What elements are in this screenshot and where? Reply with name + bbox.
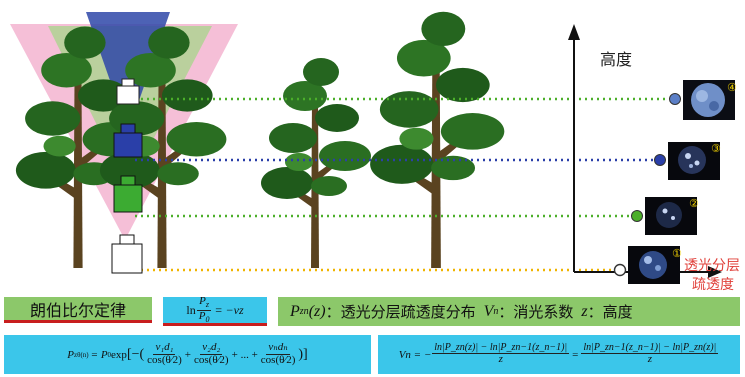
fl-close: )] <box>298 346 308 362</box>
fr-fraction-1: ln|P_zn(z)| − ln|P_zn−1(z_n−1)| z <box>432 341 570 366</box>
def-v-sub: n <box>493 306 499 317</box>
fr-num-1: ln|P_zn(z)| − ln|P_zn−1(z_n−1)| <box>432 341 570 355</box>
fr-eq2: = <box>572 348 579 361</box>
tree-4 <box>370 11 505 269</box>
definition-box: P zn (z) ：透光分层疏透度分布 V n ：消光系数 z ：高度 <box>278 297 740 326</box>
def-p-sub: zn <box>299 306 309 317</box>
fl-plus: + <box>184 348 191 361</box>
hemi-photo-1 <box>628 246 680 284</box>
law-formula-box: ln Pz P0 = −vz <box>163 294 267 326</box>
level-dot-3 <box>654 154 666 166</box>
fr-den-1: z <box>498 353 503 366</box>
layer-marker-1: ① <box>672 247 682 260</box>
height-axis-label: 高度 <box>600 50 632 69</box>
fl-term-n: vₙdₙ cos(θ⁄2) <box>259 342 298 366</box>
fl-t1-num: v₁d₁ <box>153 341 176 355</box>
fl-term-1: v₁d₁ cos(θ⁄2) <box>145 342 184 366</box>
def-z-text: ：高度 <box>587 303 633 321</box>
layer-marker-3: ③ <box>711 142 721 155</box>
level-dot-4 <box>669 93 681 105</box>
law-den: P <box>198 309 206 322</box>
ground-axis-arrow <box>708 266 722 278</box>
fl-t2-num: v₂d₂ <box>200 341 223 355</box>
tree-3 <box>261 58 371 268</box>
law-den-sub: 0 <box>205 314 210 324</box>
fl-term-2: v₂d₂ cos(θ⁄2) <box>192 342 231 366</box>
law-title: 朗伯比尔定律 <box>29 300 126 320</box>
fr-fraction-2: ln|P_zn−1(z_n−1)| − ln|P_zn(z)| z <box>581 341 719 366</box>
level-dot-2 <box>631 210 643 222</box>
level-dot-1 <box>613 263 627 277</box>
law-num-sub: z <box>205 300 209 310</box>
law-ln: ln <box>186 302 196 317</box>
fr-num-2: ln|P_zn−1(z_n−1)| − ln|P_zn(z)| <box>581 341 719 355</box>
law-num: P <box>199 294 206 307</box>
fl-eq: = P <box>90 348 108 361</box>
fl-open: [−( <box>126 346 145 362</box>
camera-level-4 <box>116 78 140 105</box>
layer-marker-2: ② <box>689 197 699 210</box>
height-axis-arrow <box>568 24 580 40</box>
def-p-text: ：透光分层疏透度分布 <box>325 303 476 321</box>
hemi-photo-3 <box>668 142 720 180</box>
fl-tn-num: vₙdₙ <box>266 341 290 355</box>
law-rhs: = −vz <box>214 302 244 317</box>
law-fraction: Pz P0 <box>197 294 212 324</box>
formula-right-box: Vn = − ln|P_zn(z)| − ln|P_zn−1(z_n−1)| z… <box>378 335 740 374</box>
fl-exp: exp <box>111 348 127 361</box>
hemi-photo-2 <box>645 197 697 235</box>
layer-marker-4: ④ <box>727 81 737 94</box>
fl-p0-sub: 0 <box>107 350 112 359</box>
def-v-symbol: V <box>483 302 494 320</box>
camera-level-1 <box>111 234 143 274</box>
fl-lhs-sub: zθ(n) <box>74 350 89 359</box>
def-z-symbol: z <box>581 302 588 320</box>
fl-t1-den: cos(θ⁄2) <box>147 354 182 366</box>
fl-dots: + ... + <box>231 348 258 361</box>
camera-level-3 <box>113 123 143 158</box>
def-p-arg: (z) <box>308 302 326 320</box>
camera-level-2 <box>113 175 143 213</box>
def-p-symbol: P <box>290 302 300 320</box>
fr-den-2: z <box>647 353 652 366</box>
hemi-photo-4 <box>683 80 735 120</box>
fr-lhs: Vn = − <box>398 348 432 361</box>
side-label-line1: 透光分层 <box>684 258 740 274</box>
fl-lhs: P <box>67 348 75 361</box>
law-title-box: 朗伯比尔定律 <box>4 297 152 323</box>
fl-tn-den: cos(θ⁄2) <box>260 354 296 366</box>
fl-t2-den: cos(θ⁄2) <box>194 354 229 366</box>
side-label-line2: 疏透度 <box>692 277 734 293</box>
def-v-text: ：消光系数 <box>498 303 574 321</box>
